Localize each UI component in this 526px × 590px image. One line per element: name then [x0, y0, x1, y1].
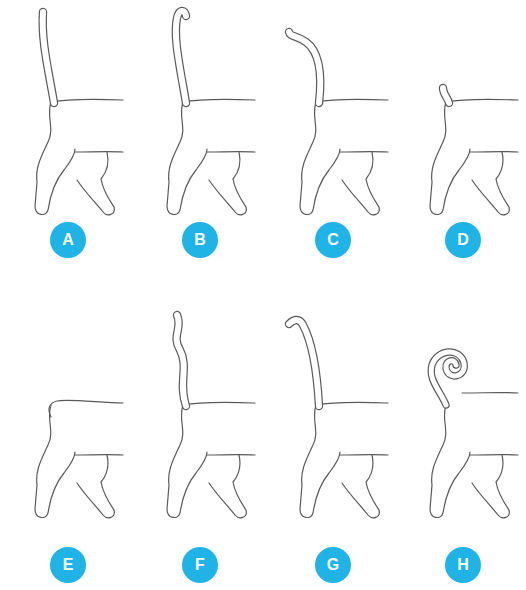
- cat-figure-c: [289, 32, 388, 215]
- badge-letter: F: [195, 557, 205, 573]
- letter-badge: C: [315, 222, 351, 258]
- badge-letter: C: [327, 232, 339, 248]
- cat-figure-b: [167, 11, 255, 215]
- cat-figure-g: [289, 320, 388, 518]
- letter-badge: F: [182, 547, 218, 583]
- cat-figure-e: [35, 400, 123, 517]
- letter-badge: A: [50, 222, 86, 258]
- letter-badge: E: [50, 547, 86, 583]
- badge-letter: A: [62, 232, 74, 248]
- cat-figure-h: [430, 352, 518, 518]
- letter-badge: D: [445, 222, 481, 258]
- letter-badge: B: [182, 222, 218, 258]
- cat-figure-d: [430, 88, 518, 215]
- badge-letter: G: [327, 557, 339, 573]
- badge-letter: D: [457, 232, 469, 248]
- cat-figure-f: [167, 315, 255, 518]
- letter-badge: G: [315, 547, 351, 583]
- letter-badge: H: [445, 547, 481, 583]
- badge-letter: E: [63, 557, 74, 573]
- badge-letter: H: [457, 557, 469, 573]
- cat-figure-a: [35, 12, 123, 215]
- badge-letter: B: [194, 232, 206, 248]
